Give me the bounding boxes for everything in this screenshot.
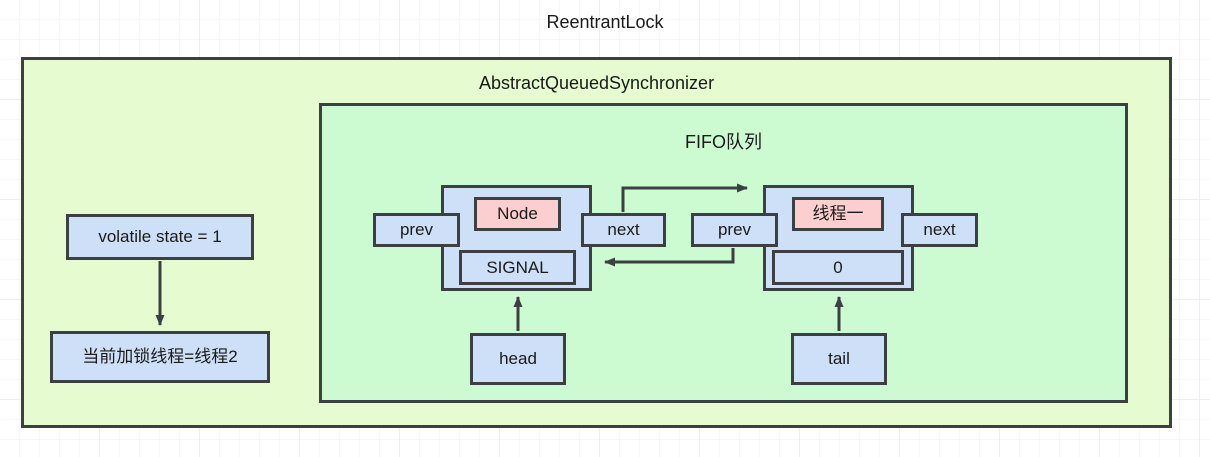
node-1-next-label: next — [607, 220, 640, 240]
tail-pointer-box: tail — [791, 333, 887, 385]
node-1-waitstatus-field: SIGNAL — [459, 250, 576, 285]
head-pointer-box: head — [470, 333, 566, 385]
volatile-state-label: volatile state = 1 — [98, 227, 222, 247]
head-pointer-label: head — [499, 349, 537, 369]
tail-pointer-label: tail — [828, 349, 850, 369]
node-2-type-field: 线程一 — [792, 197, 884, 231]
node-1-waitstatus-label: SIGNAL — [486, 257, 549, 277]
node-2-type-label: 线程一 — [812, 204, 864, 224]
current-lock-owner-box: 当前加锁线程=线程2 — [50, 331, 270, 383]
node-2-next-label: next — [923, 220, 956, 240]
node-1-type-label: Node — [497, 204, 538, 224]
node-2-next-field: next — [901, 213, 978, 247]
node-2-waitstatus-label: 0 — [833, 257, 843, 277]
node-2-prev-label: prev — [717, 220, 752, 240]
abstract-queued-synchronizer-label: AbstractQueuedSynchronizer — [478, 73, 715, 93]
volatile-state-box: volatile state = 1 — [66, 214, 254, 260]
current-lock-owner-label: 当前加锁线程=线程2 — [82, 347, 238, 367]
diagram-title: ReentrantLock — [546, 12, 664, 32]
node-2-waitstatus-field: 0 — [772, 250, 904, 285]
node-1-prev-label: prev — [399, 220, 434, 240]
node-1-next-field: next — [581, 213, 666, 247]
node-1-prev-field: prev — [373, 213, 460, 247]
node-1-type-field: Node — [474, 197, 561, 231]
node-2-prev-field: prev — [691, 213, 778, 247]
fifo-queue-label: FIFO队列 — [685, 132, 762, 152]
